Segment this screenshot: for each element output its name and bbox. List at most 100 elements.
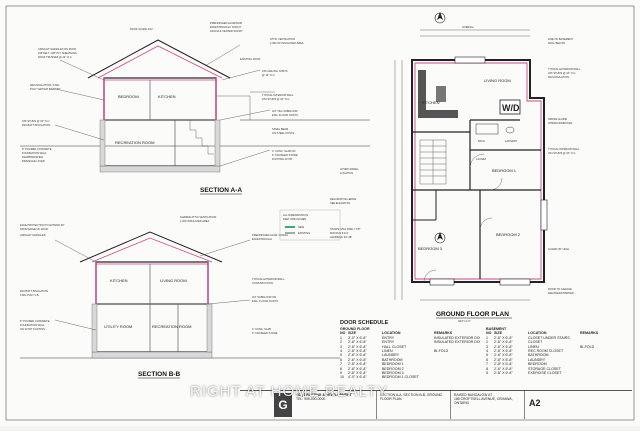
ground-floor-plan: OVERALL W/D: [330, 12, 581, 323]
door-table-cell: 7: [486, 362, 488, 367]
section-a-drawing: ASPHALT SHINGLES ON ROOF 15# FELT / 3/8"…: [20, 21, 370, 195]
door-table-cell: EXERCISE CLOSET: [528, 371, 562, 376]
svg-text:NEW: NEW: [298, 225, 305, 229]
door-table-cell: 4'-0" X 6'-8": [348, 375, 367, 380]
door-table-cell: 2'-6" X 6'-8": [494, 366, 513, 371]
svg-text:STEEL BEAM: STEEL BEAM: [272, 127, 288, 131]
sheet-border: [5, 5, 635, 421]
door-table-cell: BATHROOM: [528, 353, 549, 358]
section-b-drawing: EAVE PROTECTION TO EXTEND 36" FROM EDGE …: [20, 215, 340, 379]
door-table-cell: 2'-8" X 6'-8": [494, 357, 513, 362]
svg-text:HANDRAIL 34"-38": HANDRAIL 34"-38": [330, 235, 352, 239]
svg-text:POLY VAPOUR BARRIER: POLY VAPOUR BARRIER: [30, 87, 61, 91]
section-b-utility-label: UTILITY ROOM: [104, 324, 132, 329]
section-b-title: SECTION B-B: [138, 371, 181, 378]
door-table-cell: LINEN: [382, 349, 393, 354]
svg-text:GUARD 36" HIGH: GUARD 36" HIGH: [548, 247, 569, 251]
svg-text:INTERCONNECTED: INTERCONNECTED: [548, 121, 572, 125]
svg-text:6" CRUSHED STONE: 6" CRUSHED STONE: [252, 331, 278, 335]
door-table-cell: REMARKS: [434, 331, 453, 336]
plan-bedroom3-label: BEDROOM 3: [418, 246, 443, 251]
company-name: GD | DRAFTING & DEVELOPMENT: [296, 393, 352, 397]
door-table-cell: 2: [486, 340, 488, 345]
door-table-cell: BEDROOM 1: [382, 362, 404, 367]
door-table-cell: NO: [340, 331, 346, 336]
svg-text:8" POURED CONCRETE: 8" POURED CONCRETE: [22, 147, 52, 151]
wd-label: W/D: [502, 103, 520, 113]
svg-text:ON STEEL POSTS: ON STEEL POSTS: [272, 131, 295, 135]
basement-door-heading: BASEMENT: [486, 327, 507, 331]
door-table-cell: 2'-6" X 6'-8": [348, 357, 367, 362]
door-table-cell: LAUNDRY: [528, 357, 546, 362]
svg-text:2X6 STUDS @ 16" O.C.: 2X6 STUDS @ 16" O.C.: [548, 71, 576, 75]
plan-overall-dim: OVERALL: [462, 25, 475, 29]
door-table-cell: LAUNDRY: [382, 353, 400, 358]
door-table-cell: 4: [486, 349, 488, 354]
svg-text:EAVESTROUGH / SOFFIT: EAVESTROUGH / SOFFIT: [210, 25, 241, 29]
svg-text:ASPHALT SHINGLES: ASPHALT SHINGLES: [20, 233, 46, 237]
svg-text:6" CRUSHED STONE: 6" CRUSHED STONE: [272, 153, 298, 157]
svg-text:DAMPPROOFING: DAMPPROOFING: [22, 155, 43, 159]
plan-laundry-label: LAUNDRY: [505, 139, 518, 143]
section-b-kitchen-label: KITCHEN: [110, 278, 128, 283]
door-table-cell: 5: [486, 353, 488, 358]
section-a-title: SECTION A-A: [200, 187, 242, 194]
svg-text:SMOKE ALARM: SMOKE ALARM: [548, 117, 567, 121]
door-table-cell: BEDROOM 3: [382, 371, 404, 376]
door-table-cell: [580, 371, 626, 375]
svg-text:ATTIC VENTILATION: ATTIC VENTILATION: [270, 37, 295, 41]
door-table-cell: SIZE: [348, 331, 356, 336]
svg-text:3/4" T&G SUBFLOOR: 3/4" T&G SUBFLOOR: [272, 109, 298, 113]
svg-text:ON 24"X8" FOOTING: ON 24"X8" FOOTING: [20, 327, 45, 331]
company-phone: TEL: 905-000-0000: [296, 397, 326, 401]
door-table-cell: 8: [340, 366, 342, 371]
svg-text:EXISTING: EXISTING: [298, 231, 310, 235]
svg-text:4" CONC. SLAB: 4" CONC. SLAB: [252, 327, 271, 331]
section-a-bedroom-label: BEDROOM: [118, 94, 139, 99]
door-table-cell: LINEN: [528, 344, 539, 349]
svg-text:DECORATIVE LEDGE: DECORATIVE LEDGE: [330, 197, 356, 201]
svg-text:SEE ELEVATION: SEE ELEVATION: [330, 201, 350, 205]
svg-text:3/4" SUBFLOOR ON: 3/4" SUBFLOOR ON: [252, 295, 276, 299]
svg-text:FASCIA & VENTED SOFFIT: FASCIA & VENTED SOFFIT: [210, 29, 243, 33]
door-table-cell: 2'-8" X 6'-8": [494, 371, 513, 376]
door-table-cell: 6: [340, 357, 342, 362]
door-table-cell: INSULATED EXTERIOR DOOR: [434, 335, 480, 340]
door-table-cell: BEDROOM 1 CLOSET: [382, 375, 419, 380]
door-table-cell: NO: [486, 331, 492, 336]
door-table-cell: HALL CLOSET: [382, 344, 407, 349]
door-table-cell: REMARKS: [580, 331, 599, 336]
svg-text:HYDRO PANEL: HYDRO PANEL: [340, 167, 359, 171]
svg-text:R22 BATT INSULATION: R22 BATT INSULATION: [20, 289, 48, 293]
svg-text:EAVESTROUGH: EAVESTROUGH: [252, 237, 272, 241]
door-table-row: 5 2'-6" X 6'-8" BATHROOM: [486, 353, 626, 357]
door-table-cell: 9: [486, 371, 488, 376]
door-table-cell: 2'-6" X 6'-8": [348, 349, 367, 354]
svg-text:EXISTING ROOF: EXISTING ROOF: [240, 57, 261, 61]
door-table-cell: 2: [340, 340, 342, 345]
door-table-cell: 2'-6" X 6'-8": [494, 344, 513, 349]
svg-text:@ 16" O.C.: @ 16" O.C.: [262, 73, 275, 77]
door-table-cell: INSULATED EXTERIOR DOOR: [434, 340, 480, 345]
door-table-cell: 2'-6" X 6'-8": [494, 353, 513, 358]
door-table-cell: 2'-8" X 6'-8": [348, 371, 367, 376]
door-table-cell: 1: [486, 335, 488, 340]
door-table-cell: 8: [486, 366, 488, 371]
drawing-name: SECTION A-A, SECTION B-B, GROUND FLOOR P…: [380, 393, 442, 401]
svg-text:LINE OF BASEMENT: LINE OF BASEMENT: [548, 37, 573, 41]
svg-text:FOUNDATION WALL: FOUNDATION WALL: [22, 151, 47, 155]
door-table-cell: CLOSET UNDER STAIRS: [528, 335, 570, 340]
door-table-cell: 5: [340, 353, 342, 358]
watermark: RIGHT AT HOME REALTY: [190, 383, 389, 400]
svg-text:R22 BATT INSULATION: R22 BATT INSULATION: [22, 123, 50, 127]
